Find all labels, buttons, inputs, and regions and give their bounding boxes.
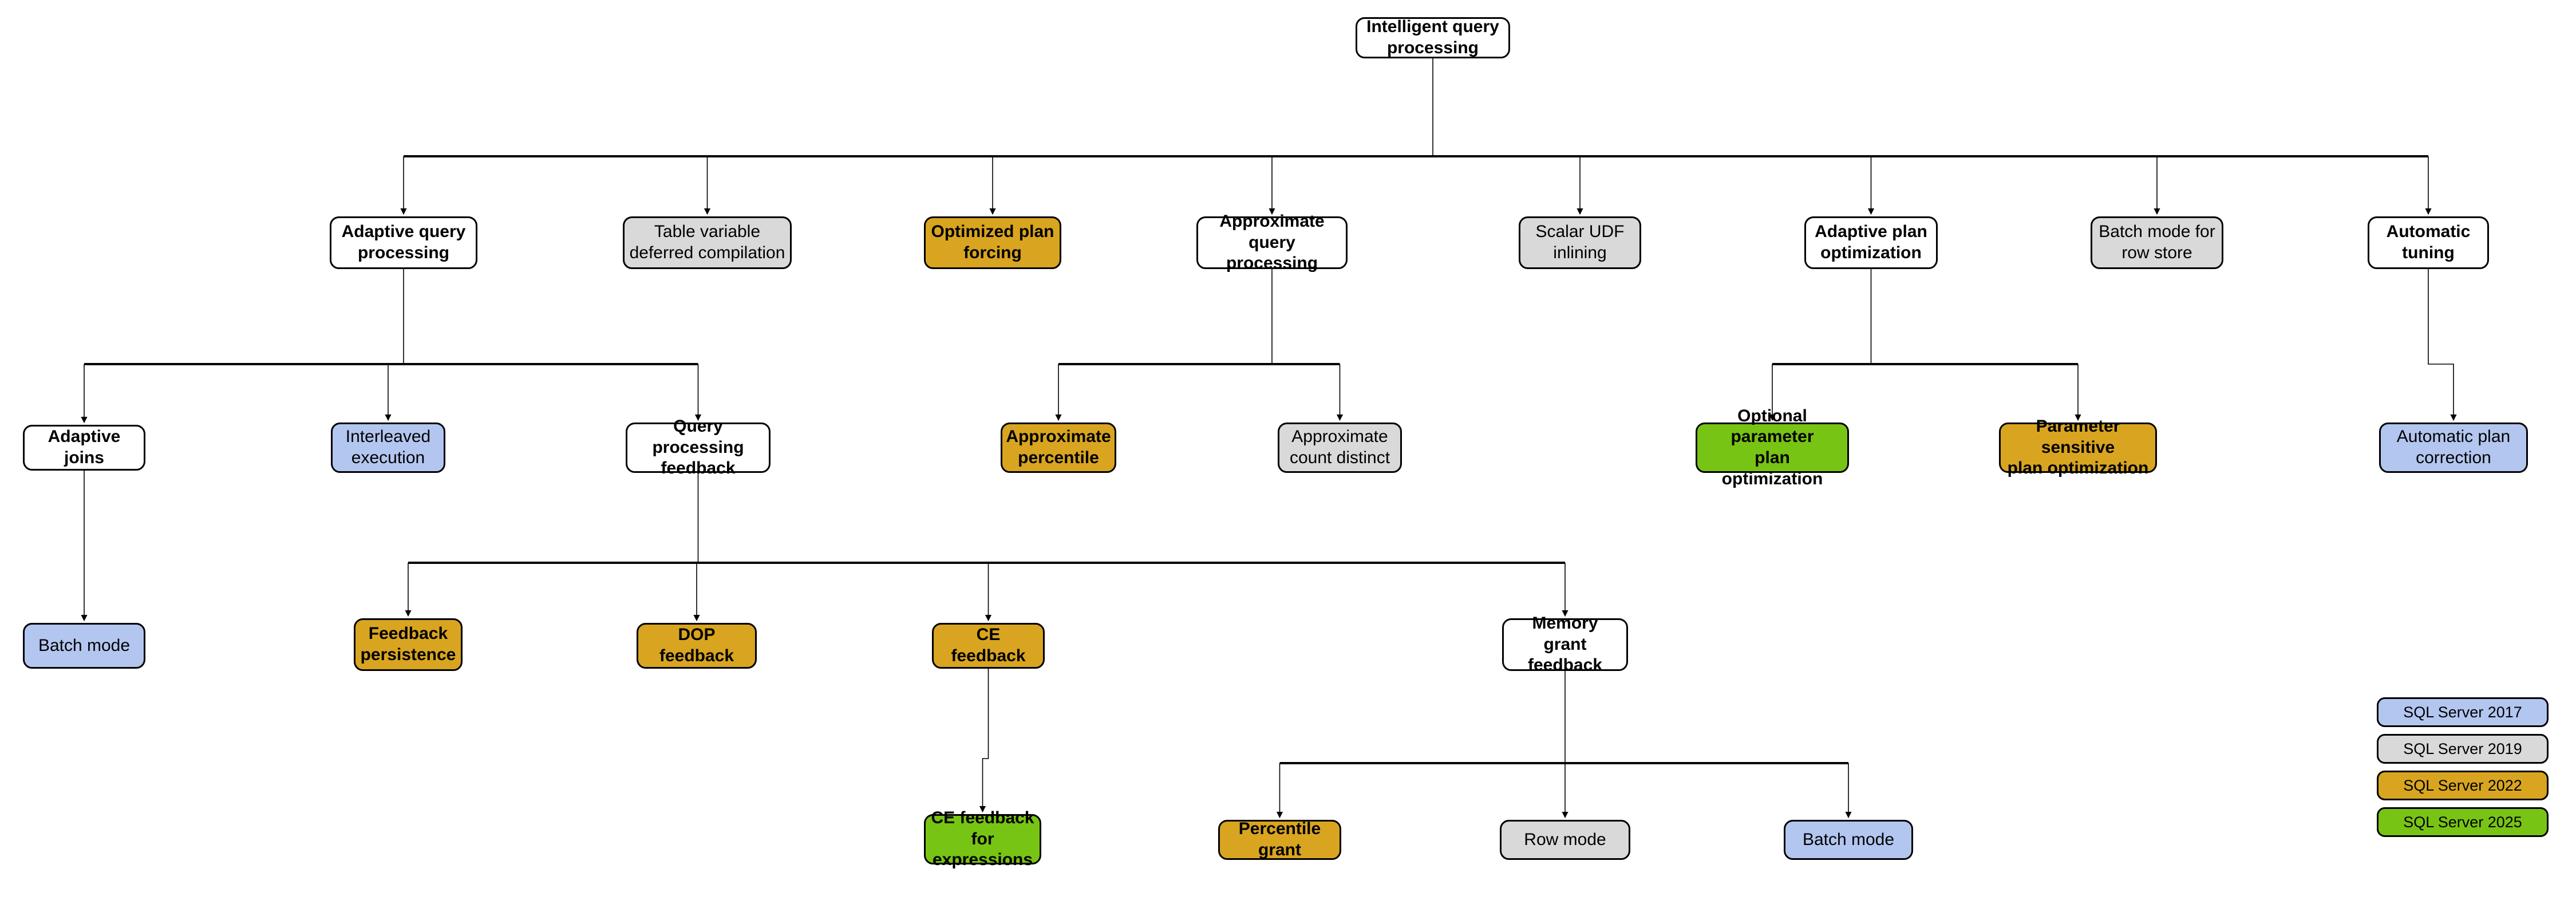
edge-automatic-tuning-to-automatic-plan-correction [2428,269,2457,421]
node-optimized-plan-forcing[interactable]: Optimized plan forcing [924,216,1061,269]
node-automatic-tuning[interactable]: Automatic tuning [2368,216,2489,269]
node-adaptive-plan-optimization[interactable]: Adaptive plan optimization [1804,216,1938,269]
node-scalar-udf-inlining[interactable]: Scalar UDF inlining [1519,216,1641,269]
node-root[interactable]: Intelligent query processing [1356,17,1510,58]
node-table-variable-deferred-compilation[interactable]: Table variable deferred compilation [623,216,792,269]
node-approximate-percentile[interactable]: Approximate percentile [1001,423,1116,473]
legend-sql-server-2022: SQL Server 2022 [2377,771,2549,800]
node-ce-feedback-for-expressions[interactable]: CE feedback for expressions [924,808,1041,869]
node-percentile-grant[interactable]: Percentile grant [1218,819,1341,860]
legend-sql-server-2025: SQL Server 2025 [2377,807,2549,837]
node-ce-feedback[interactable]: CE feedback [932,623,1045,669]
node-approximate-query-processing[interactable]: Approximate query processing [1196,212,1348,273]
node-memory-grant-feedback[interactable]: Memory grant feedback [1502,614,1628,674]
node-feedback-persistence[interactable]: Feedback persistence [354,618,463,671]
node-row-mode[interactable]: Row mode [1500,820,1630,860]
node-automatic-plan-correction[interactable]: Automatic plan correction [2379,423,2528,473]
node-optional-parameter-plan-optimization[interactable]: Optional parameter plan optimization [1696,406,1849,488]
legend-sql-server-2017: SQL Server 2017 [2377,697,2549,727]
node-batch-mode-for-row-store[interactable]: Batch mode for row store [2091,216,2223,269]
edge-ce-feedback-to-ce-feedback-for-expressions [979,669,989,813]
node-batch-mode-mg[interactable]: Batch mode [1784,820,1913,860]
node-query-processing-feedback[interactable]: Query processing feedback [626,417,771,477]
node-adaptive-query-processing[interactable]: Adaptive query processing [330,216,477,269]
node-approximate-count-distinct[interactable]: Approximate count distinct [1278,423,1402,473]
node-dop-feedback[interactable]: DOP feedback [637,623,757,669]
node-batch-mode-aj[interactable]: Batch mode [23,623,145,669]
node-adaptive-joins[interactable]: Adaptive joins [23,425,145,471]
node-parameter-sensitive-plan-optimization[interactable]: Parameter sensitive plan optimization [1999,417,2157,477]
node-interleaved-execution[interactable]: Interleaved execution [331,423,445,473]
legend-sql-server-2019: SQL Server 2019 [2377,734,2549,764]
